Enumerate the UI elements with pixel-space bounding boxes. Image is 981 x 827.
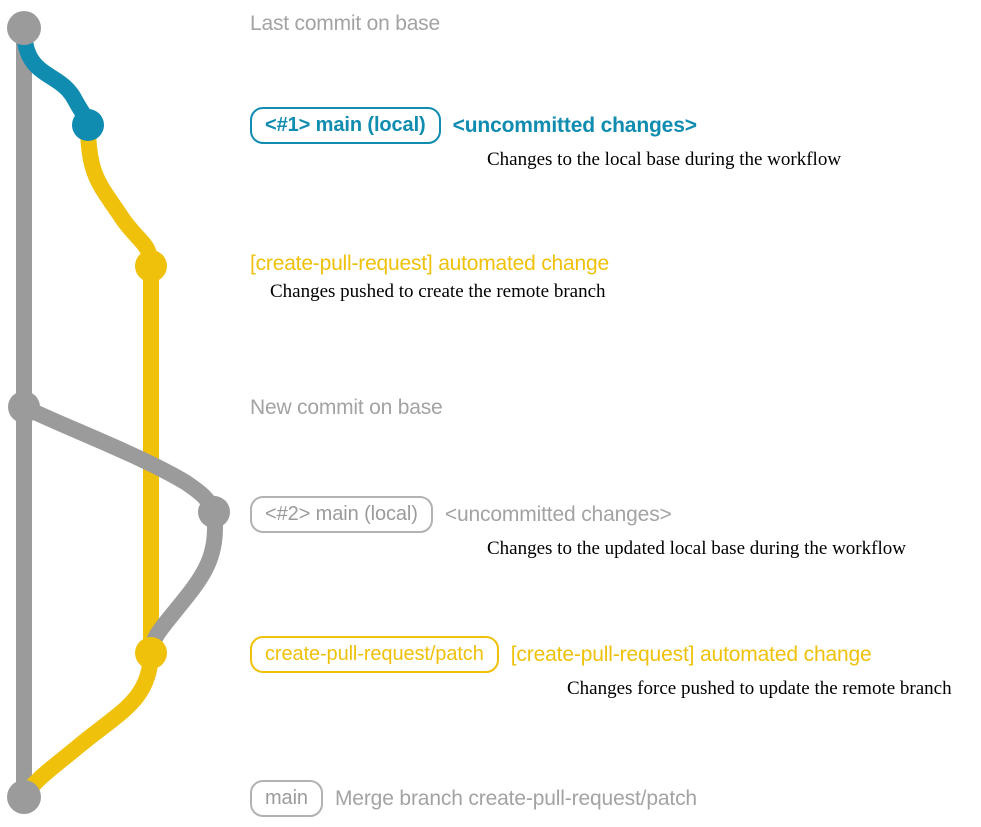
annotation-local-commit-2: <#2> main (local) <uncommitted changes> … — [250, 496, 906, 560]
commit-node-local-1 — [72, 109, 104, 141]
commit-title: <uncommitted changes> — [444, 502, 672, 526]
commit-description: Changes force pushed to update the remot… — [567, 678, 952, 699]
commit-title: [create-pull-request] automated change — [250, 252, 609, 275]
annotation-automated-change-2: create-pull-request/patch [create-pull-r… — [250, 636, 952, 700]
ref-badge-main-local-1[interactable]: <#1> main (local) — [250, 107, 441, 144]
commit-node-local-2 — [198, 496, 230, 528]
headline: Last commit on base — [250, 12, 440, 36]
headline: <#2> main (local) <uncommitted changes> — [250, 496, 906, 533]
annotation-automated-change-1: [create-pull-request] automated change C… — [250, 252, 609, 303]
headline: main Merge branch create-pull-request/pa… — [250, 780, 697, 817]
annotation-last-commit-on-base: Last commit on base — [250, 12, 440, 36]
commit-description: Changes pushed to create the remote bran… — [270, 281, 606, 302]
ref-badge-main-local-2[interactable]: <#2> main (local) — [250, 496, 433, 533]
headline: New commit on base — [250, 396, 443, 420]
headline: [create-pull-request] automated change — [250, 252, 609, 276]
annotation-new-commit-on-base: New commit on base — [250, 396, 443, 420]
commit-title: [create-pull-request] automated change — [510, 642, 872, 666]
commit-node-base-merge — [7, 780, 41, 814]
commit-title: Merge branch create-pull-request/patch — [334, 786, 697, 810]
commit-title: New commit on base — [250, 396, 443, 419]
commit-node-base-last — [7, 11, 41, 45]
ref-badge-main[interactable]: main — [250, 780, 323, 817]
ref-badge-create-pull-request-patch[interactable]: create-pull-request/patch — [250, 636, 499, 673]
headline: <#1> main (local) <uncommitted changes> — [250, 107, 841, 144]
commit-description: Changes to the updated local base during… — [487, 538, 906, 559]
commit-node-base-new — [8, 391, 40, 423]
annotation-local-commit-1: <#1> main (local) <uncommitted changes> … — [250, 107, 841, 171]
edge-local1-to-patch1 — [80, 117, 159, 274]
commit-description: Changes to the local base during the wor… — [487, 149, 842, 170]
commit-title: <uncommitted changes> — [452, 113, 697, 137]
headline: create-pull-request/patch [create-pull-r… — [250, 636, 952, 673]
commit-title: Last commit on base — [250, 12, 440, 35]
commit-node-patch-1 — [135, 250, 167, 282]
edge-patch2-to-merge — [16, 645, 159, 805]
annotation-merge-commit: main Merge branch create-pull-request/pa… — [250, 780, 697, 817]
commit-node-patch-2 — [135, 637, 167, 669]
